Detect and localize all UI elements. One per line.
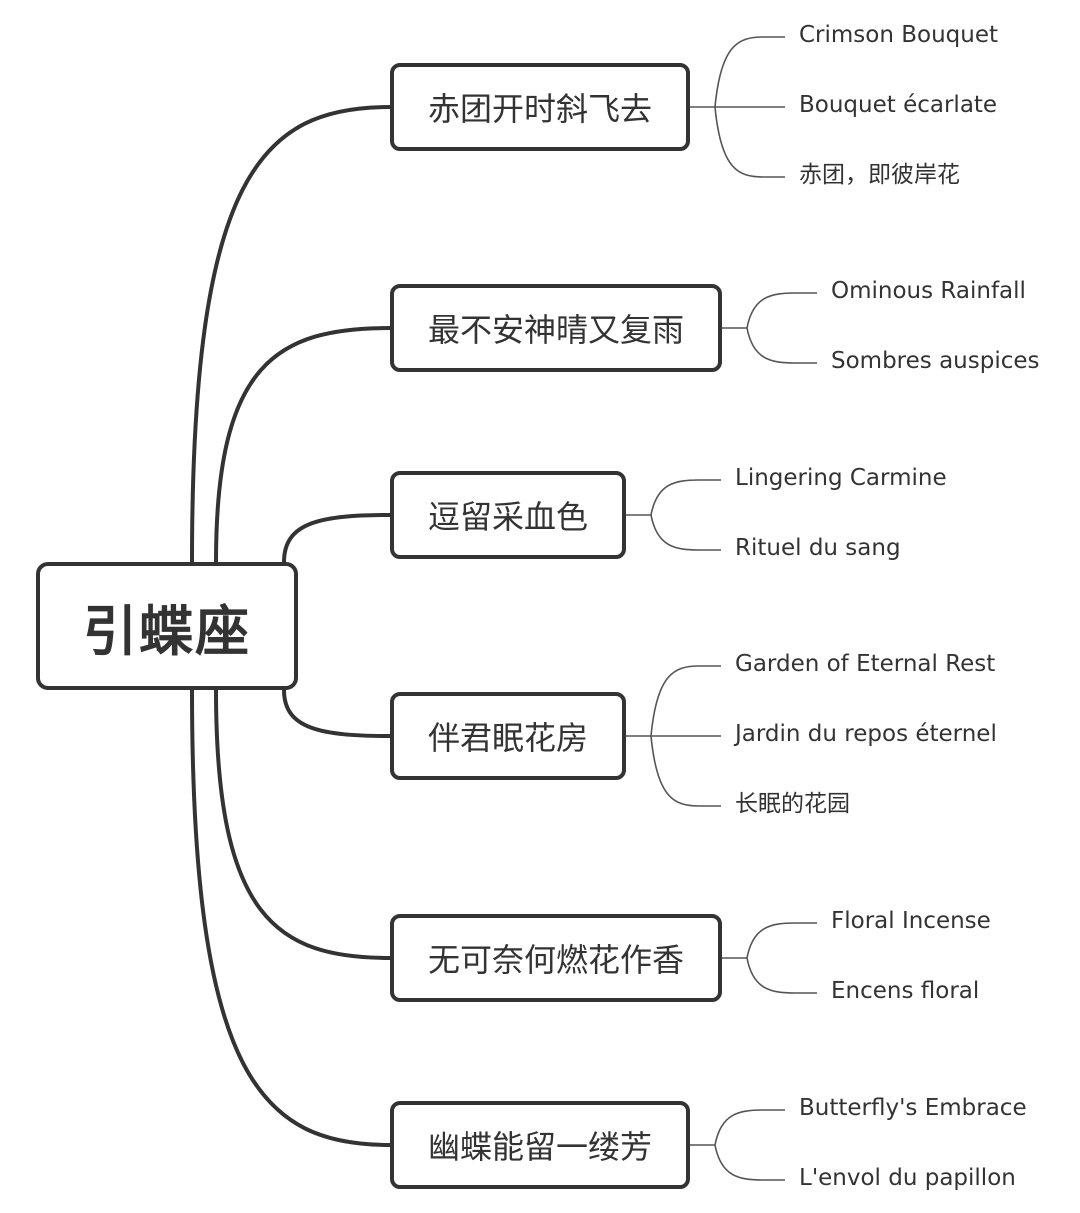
root-label: 引蝶座: [83, 599, 251, 663]
root-link-1: [190, 105, 392, 564]
leaf-label-4-1[interactable]: Garden of Eternal Rest: [735, 651, 996, 677]
leaf-label-3-1[interactable]: Lingering Carmine: [735, 465, 947, 491]
leaf-label-6-2[interactable]: L'envol du papillon: [799, 1165, 1016, 1191]
leaf-label-1-1[interactable]: Crimson Bouquet: [799, 22, 999, 48]
leaf-link-2-1: [746, 292, 817, 329]
leaf-link-1-1: [714, 36, 785, 108]
leaf-link-5-1: [746, 922, 817, 959]
leaf-link-4-1: [650, 665, 721, 737]
branch-leaf-links: [626, 36, 817, 1181]
branch-node-4[interactable]: 伴君眠花房: [390, 692, 626, 780]
leaf-label-5-2[interactable]: Encens floral: [831, 978, 980, 1004]
leaf-link-1-3: [714, 106, 785, 178]
leaf-link-3-1: [650, 479, 721, 516]
branch-label: 伴君眠花房: [427, 719, 588, 757]
branch-node-3[interactable]: 逗留采血色: [390, 471, 626, 559]
root-link-5: [214, 688, 392, 960]
branch-label: 无可奈何燃花作香: [427, 941, 684, 979]
leaf-link-5-2: [746, 957, 817, 994]
leaf-label-2-2[interactable]: Sombres auspices: [831, 348, 1040, 374]
branch-label: 赤团开时斜飞去: [427, 90, 652, 128]
leaf-link-2-2: [746, 327, 817, 364]
branch-node-5[interactable]: 无可奈何燃花作香: [390, 914, 722, 1002]
leaf-label-5-1[interactable]: Floral Incense: [831, 908, 991, 934]
leaf-link-3-2: [650, 514, 721, 551]
root-link-4: [282, 688, 392, 738]
root-branch-links: [190, 105, 392, 1147]
leaf-label-4-2[interactable]: Jardin du repos éternel: [735, 721, 997, 747]
leaf-label-3-2[interactable]: Rituel du sang: [735, 535, 901, 561]
leaf-label-1-3[interactable]: 赤团，即彼岸花: [799, 162, 960, 188]
leaf-link-6-2: [714, 1144, 785, 1181]
leaf-label-1-2[interactable]: Bouquet écarlate: [799, 92, 998, 118]
leaf-label-2-1[interactable]: Ominous Rainfall: [831, 278, 1026, 304]
leaf-link-4-3: [650, 735, 721, 807]
leaf-label-6-1[interactable]: Butterfly's Embrace: [799, 1095, 1027, 1121]
branch-node-1[interactable]: 赤团开时斜飞去: [390, 63, 690, 151]
root-link-3: [282, 513, 392, 564]
branch-label: 逗留采血色: [427, 498, 588, 536]
root-node[interactable]: 引蝶座: [36, 562, 298, 690]
branch-node-6[interactable]: 幽蝶能留一缕芳: [390, 1101, 690, 1189]
branch-label: 最不安神晴又复雨: [427, 311, 684, 349]
root-link-6: [190, 688, 392, 1147]
leaf-link-6-1: [714, 1109, 785, 1146]
leaf-label-4-3[interactable]: 长眠的花园: [735, 791, 850, 817]
root-link-2: [214, 326, 392, 564]
branch-label: 幽蝶能留一缕芳: [427, 1128, 652, 1166]
branch-node-2[interactable]: 最不安神晴又复雨: [390, 284, 722, 372]
